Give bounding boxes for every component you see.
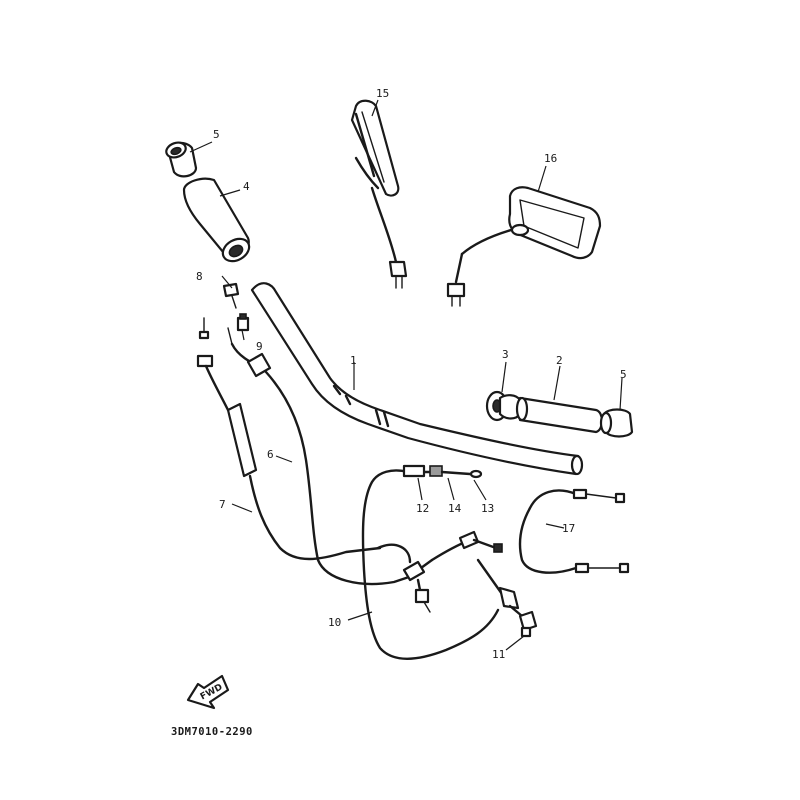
grip-left	[182, 177, 251, 263]
callout-17: 17	[562, 522, 575, 535]
callout-4: 4	[243, 180, 250, 193]
callouts: 5 4 15 16 8 9 1 2 3 5 6 7 12 14 13 17 10…	[196, 87, 627, 661]
bar-end-upper	[165, 141, 198, 178]
callout-15: 15	[376, 87, 389, 100]
mirror-right	[446, 186, 602, 307]
callout-10: 10	[328, 616, 341, 629]
callout-12: 12	[416, 502, 429, 515]
callout-13: 13	[481, 502, 494, 515]
callout-3: 3	[502, 348, 509, 361]
part-code: 3DM7010-2290	[171, 726, 253, 738]
callout-16: 16	[544, 152, 557, 165]
cable-7	[196, 317, 382, 561]
adjuster-set	[402, 464, 483, 479]
cable-6	[227, 327, 414, 586]
callout-5-upper: 5	[213, 128, 220, 141]
cable-10	[361, 469, 503, 660]
clamp-bolt	[222, 282, 240, 309]
callout-5-right: 5	[620, 368, 627, 381]
callout-8: 8	[196, 270, 203, 283]
callout-2: 2	[556, 354, 563, 367]
callout-6: 6	[267, 448, 274, 461]
callout-1: 1	[350, 354, 357, 367]
callout-9: 9	[256, 340, 263, 353]
adjuster-nut	[476, 558, 538, 638]
adjuster-bolt	[236, 313, 250, 332]
mirror-left	[350, 99, 408, 289]
callout-11: 11	[492, 648, 505, 661]
callout-14: 14	[448, 502, 462, 515]
cable-17	[518, 488, 630, 574]
leader-lines	[189, 99, 623, 651]
fwd-arrow-icon: FWD	[186, 674, 230, 710]
grip-right-set	[485, 390, 634, 438]
callout-7: 7	[219, 498, 226, 511]
handlebar	[250, 282, 584, 476]
